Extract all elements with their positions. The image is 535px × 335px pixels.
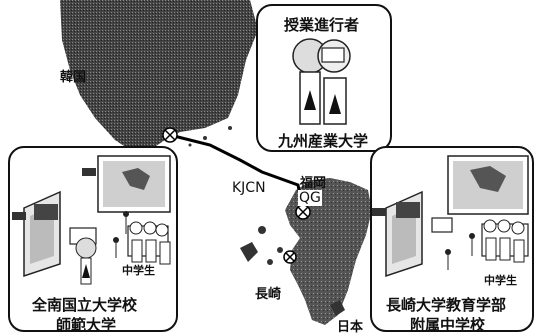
korea-school-panel: 中学生 全南国立大学校 師範大学 — [8, 146, 178, 334]
japan-school-title-line1: 長崎大学教育学部 — [386, 296, 507, 314]
korea-classroom-illustration — [12, 155, 171, 285]
nagasaki-label: 長崎 — [255, 287, 282, 302]
korea-students-label: 中学生 — [122, 264, 155, 277]
kjcn-label: KJCN — [232, 180, 266, 196]
korea-school-title-line2: 師範大学 — [56, 316, 117, 334]
fukuoka-node-icon — [295, 204, 311, 220]
korea-school-title-line1: 全南国立大学校 — [32, 296, 138, 314]
japan-school-title-line2: 附属中学校 — [410, 316, 486, 334]
korea-peninsula — [60, 0, 258, 150]
japan-classroom-illustration — [372, 155, 529, 278]
qg-label: QG — [298, 190, 322, 206]
nagasaki-node-icon — [283, 250, 297, 264]
fukuoka-label: 福岡 — [300, 176, 327, 191]
japan-label: 日本 — [337, 320, 364, 335]
japan-islands — [240, 226, 345, 316]
instructor-figures — [292, 38, 351, 125]
korea-label: 韓国 — [60, 70, 87, 85]
kjcn-network-line — [169, 133, 305, 211]
korea-node-icon — [162, 127, 178, 143]
instructor-title: 授業進行者 — [284, 16, 360, 34]
instructor-university: 九州産業大学 — [278, 132, 369, 150]
japan-students-label: 中学生 — [484, 274, 517, 287]
instructor-panel: 授業進行者 九州産業大学 — [256, 4, 392, 152]
japan-school-panel: 中学生 長崎大学教育学部 附属中学校 — [370, 146, 534, 334]
